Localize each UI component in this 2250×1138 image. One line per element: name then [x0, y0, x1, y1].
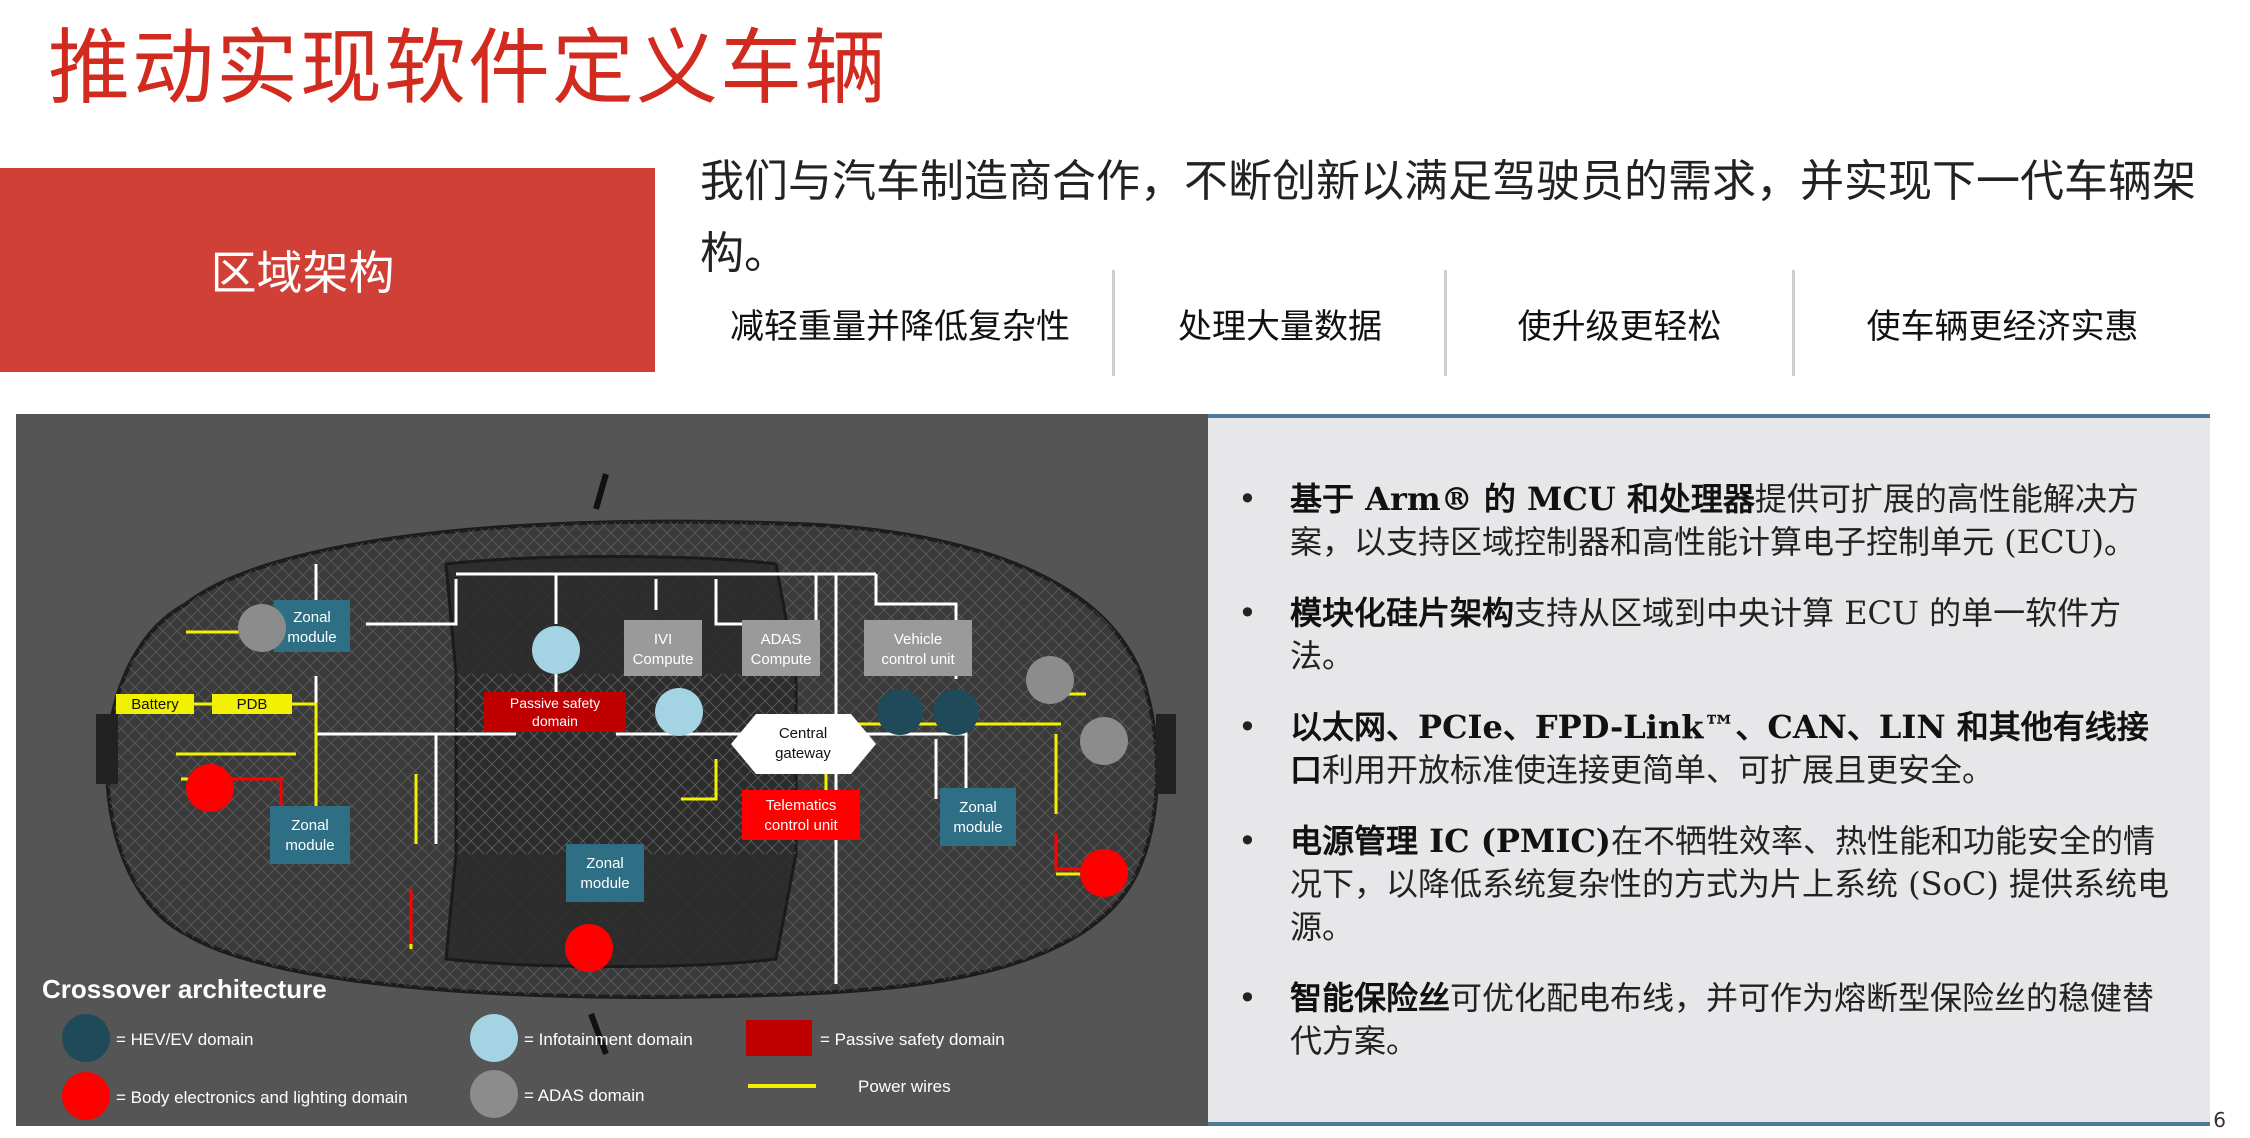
benefit-item: 处理大量数据	[1178, 306, 1382, 347]
divider	[1444, 270, 1447, 376]
benefits-row: 减轻重量并降低复杂性 处理大量数据 使升级更轻松 使车辆更经济实惠	[690, 270, 2210, 376]
battery-label: Battery	[131, 696, 179, 713]
svg-text:Zonal: Zonal	[293, 609, 331, 626]
legend-passive-swatch	[746, 1020, 812, 1056]
page-number: 6	[2213, 1108, 2226, 1132]
svg-text:Vehicle: Vehicle	[894, 631, 942, 648]
domain-nodes	[186, 604, 1128, 972]
svg-text:domain: domain	[532, 713, 578, 729]
telematics-control-unit: Telematics control unit	[742, 790, 860, 840]
benefit-item: 减轻重量并降低复杂性	[730, 306, 1070, 347]
zonal-module: Zonal module	[270, 806, 350, 864]
legend-hev-swatch	[62, 1014, 110, 1062]
battery-box	[116, 694, 194, 714]
car-silhouette	[96, 473, 1176, 1056]
body-wires	[216, 777, 1091, 944]
infotainment-node	[655, 688, 703, 736]
svg-text:module: module	[287, 629, 336, 646]
infotainment-node	[532, 626, 580, 674]
hev-node	[933, 689, 979, 735]
legend-passive-label: = Passive safety domain	[820, 1030, 1005, 1049]
divider	[1792, 270, 1795, 376]
svg-text:module: module	[580, 875, 629, 892]
hev-node	[877, 689, 923, 735]
legend-body-label: = Body electronics and lighting domain	[116, 1088, 408, 1107]
diagram-caption: Crossover architecture	[42, 974, 327, 1004]
feature-list-panel: •基于 Arm® 的 MCU 和处理器提供可扩展的高性能解决方案，以支持区域控制…	[1208, 414, 2210, 1126]
zone-architecture-banner: 区域架构	[0, 168, 655, 372]
svg-text:Passive safety: Passive safety	[510, 695, 600, 711]
svg-text:Zonal: Zonal	[959, 799, 997, 816]
bullet-item: •电源管理 IC (PMIC)在不牺牲效率、热性能和功能安全的情况下，以降低系统…	[1238, 822, 2169, 946]
pdb-label: PDB	[237, 696, 268, 713]
adas-node	[1026, 656, 1074, 704]
zonal-module: Zonal module	[274, 600, 350, 652]
legend-hev-label: = HEV/EV domain	[116, 1030, 254, 1049]
vehicle-control-unit: Vehicle control unit	[864, 620, 972, 676]
ivi-compute: IVI Compute	[624, 620, 702, 676]
data-wires	[314, 564, 968, 984]
body-node	[186, 764, 234, 812]
svg-text:IVI: IVI	[654, 631, 672, 648]
adas-node	[238, 604, 286, 652]
legend-infotainment-label: = Infotainment domain	[524, 1030, 693, 1049]
feature-bullets: •基于 Arm® 的 MCU 和处理器提供可扩展的高性能解决方案，以支持区域控制…	[1238, 478, 2178, 1091]
svg-text:module: module	[953, 819, 1002, 836]
zonal-module: Zonal module	[940, 788, 1016, 846]
bullet-item: •智能保险丝可优化配电布线，并可作为熔断型保险丝的稳健替代方案。	[1238, 979, 2155, 1060]
zonal-module: Zonal module	[566, 844, 644, 902]
passive-safety-domain: Passive safety domain	[484, 692, 626, 732]
legend-body-swatch	[62, 1072, 110, 1120]
intro-text: 我们与汽车制造商合作，不断创新以满足驾驶员的需求，并实现下一代车辆架构。	[700, 156, 2196, 279]
body-node	[565, 924, 613, 972]
zone-architecture-label: 区域架构	[210, 246, 395, 300]
bullet-item: •基于 Arm® 的 MCU 和处理器提供可扩展的高性能解决方案，以支持区域控制…	[1238, 480, 2139, 561]
adas-compute: ADAS Compute	[742, 620, 820, 676]
pdb-box	[212, 694, 292, 714]
legend: = HEV/EV domain = Body electronics and l…	[62, 1014, 1005, 1120]
central-gateway: Central gateway	[731, 714, 876, 774]
benefit-item: 使升级更轻松	[1517, 306, 1722, 347]
svg-text:Compute: Compute	[633, 651, 694, 668]
svg-text:ADAS: ADAS	[761, 631, 802, 648]
legend-infotainment-swatch	[470, 1014, 518, 1062]
bullet-item: •模块化硅片架构支持从区域到中央计算 ECU 的单一软件方法。	[1238, 594, 2122, 675]
svg-text:gateway: gateway	[775, 745, 831, 762]
svg-text:Telematics: Telematics	[766, 797, 837, 814]
body-node	[1080, 849, 1128, 897]
svg-text:control unit: control unit	[764, 817, 838, 834]
benefit-item: 使车辆更经济实惠	[1866, 306, 2139, 347]
legend-power-label: Power wires	[858, 1077, 951, 1096]
svg-text:Zonal: Zonal	[291, 817, 329, 834]
zonal-architecture-diagram: Battery PDB Zonal module Zonal module Zo…	[16, 414, 1208, 1126]
divider	[1112, 270, 1115, 376]
bullet-item: •以太网、PCIe、FPD-Link™、CAN、LIN 和其他有线接口利用开放标…	[1238, 708, 2149, 789]
svg-text:module: module	[285, 837, 334, 854]
svg-text:Central: Central	[779, 725, 827, 742]
svg-text:Compute: Compute	[751, 651, 812, 668]
svg-text:control unit: control unit	[881, 651, 955, 668]
legend-adas-label: = ADAS domain	[524, 1086, 645, 1105]
legend-adas-swatch	[470, 1070, 518, 1118]
adas-node	[1080, 717, 1128, 765]
page-title: 推动实现软件定义车辆	[48, 21, 889, 116]
svg-text:Zonal: Zonal	[586, 855, 624, 872]
